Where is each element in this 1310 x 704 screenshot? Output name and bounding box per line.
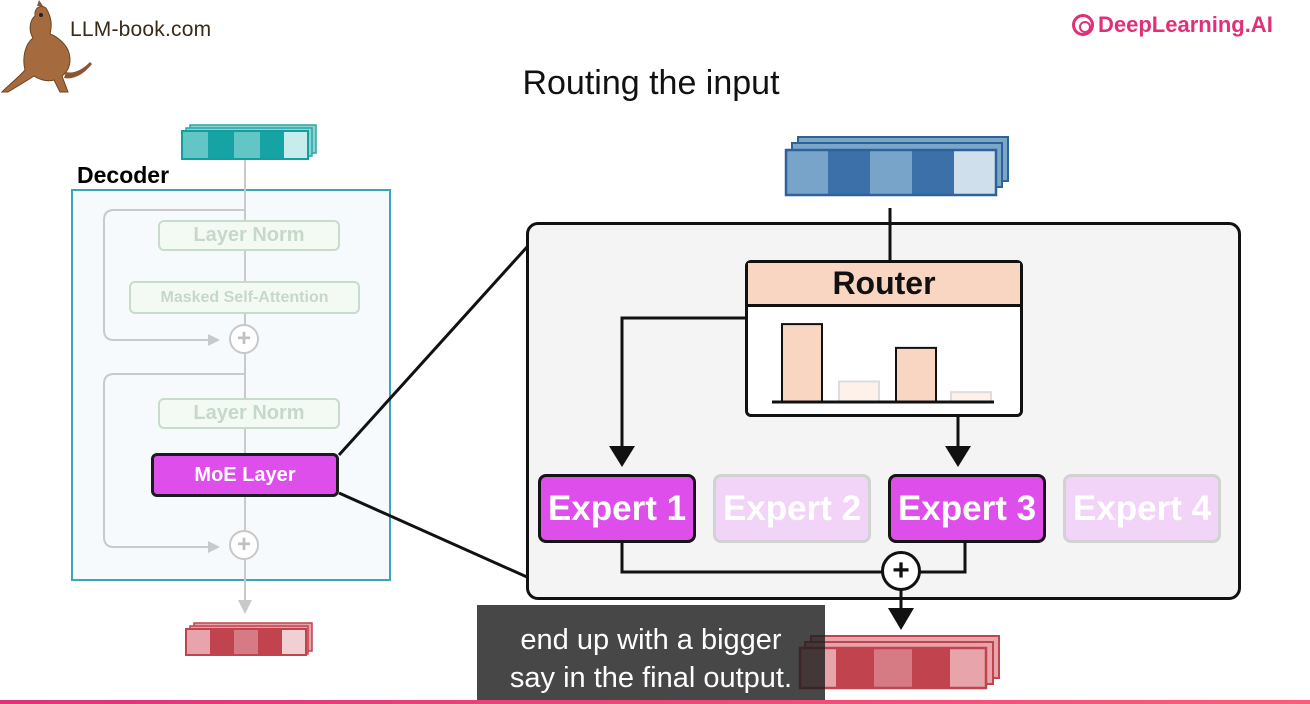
router-score-chart — [772, 323, 994, 404]
residual-add-icon-bottom: + — [229, 530, 259, 560]
video-caption: end up with a bigger say in the final ou… — [477, 605, 825, 704]
router-box: Router — [745, 260, 1023, 417]
kangaroo-icon — [0, 0, 92, 93]
moe-layer: MoE Layer — [151, 453, 339, 497]
expert-2: Expert 2 — [713, 474, 871, 543]
router-output-tokens — [798, 635, 1000, 690]
expert-4: Expert 4 — [1063, 474, 1221, 543]
brand-logo-text: LLM-book.com — [70, 18, 212, 41]
masked-self-attention: Masked Self-Attention — [129, 281, 360, 314]
decoder-label: Decoder — [77, 162, 170, 188]
merge-add-icon: + — [881, 551, 921, 591]
router-input-tokens — [784, 136, 1009, 197]
caption-line-1: end up with a bigger — [520, 624, 782, 656]
residual-add-icon-top: + — [229, 324, 259, 354]
deeplearning-brand: DeepLearning.AI — [1072, 12, 1273, 38]
caption-line-2: say in the final output. — [509, 662, 793, 694]
decoder-input-tokens — [181, 124, 317, 160]
deeplearning-logo-icon — [1072, 14, 1094, 36]
decoder-output-tokens — [185, 622, 313, 656]
progress-bar — [0, 700, 1310, 704]
expert-1: Expert 1 — [538, 474, 696, 543]
router-label: Router — [748, 263, 1020, 307]
layer-norm-bottom: Layer Norm — [158, 398, 340, 429]
router-score-bar-2 — [838, 380, 880, 403]
router-score-bar-1 — [781, 323, 823, 404]
router-score-bar-3 — [895, 346, 937, 403]
decoder-block — [71, 189, 391, 581]
expert-3: Expert 3 — [888, 474, 1046, 543]
layer-norm-top: Layer Norm — [158, 220, 340, 251]
slide-title: Routing the input — [522, 64, 780, 102]
brand-right-text: DeepLearning.AI — [1098, 12, 1273, 37]
